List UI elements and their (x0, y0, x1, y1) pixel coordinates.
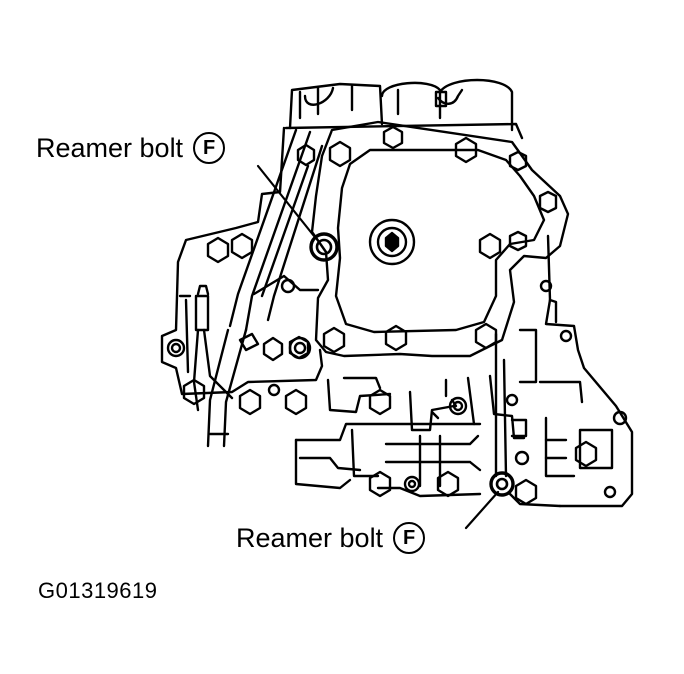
leader-lines (256, 164, 500, 530)
washers (166, 278, 628, 499)
reamer-bolt-upper (309, 232, 339, 262)
separator-plate (310, 120, 570, 358)
callout-text: Reamer bolt (236, 522, 384, 553)
reamer-bolt-callout-bottom: Reamer bolt F (236, 522, 426, 554)
bolts (182, 125, 598, 506)
callout-badge: F (393, 522, 426, 554)
reamer-bolt-lower (489, 471, 515, 497)
figure-id: G01319619 (38, 578, 158, 603)
callout-badge: F (193, 132, 226, 164)
solenoid-housings (284, 78, 524, 140)
left-side-details (178, 274, 320, 412)
reamer-bolt-callout-top: Reamer bolt F (36, 132, 226, 164)
valve-body-housing (160, 126, 634, 508)
reamer-bolts (309, 232, 515, 497)
callout-text: Reamer bolt (36, 132, 184, 163)
oil-tubes (206, 128, 324, 448)
